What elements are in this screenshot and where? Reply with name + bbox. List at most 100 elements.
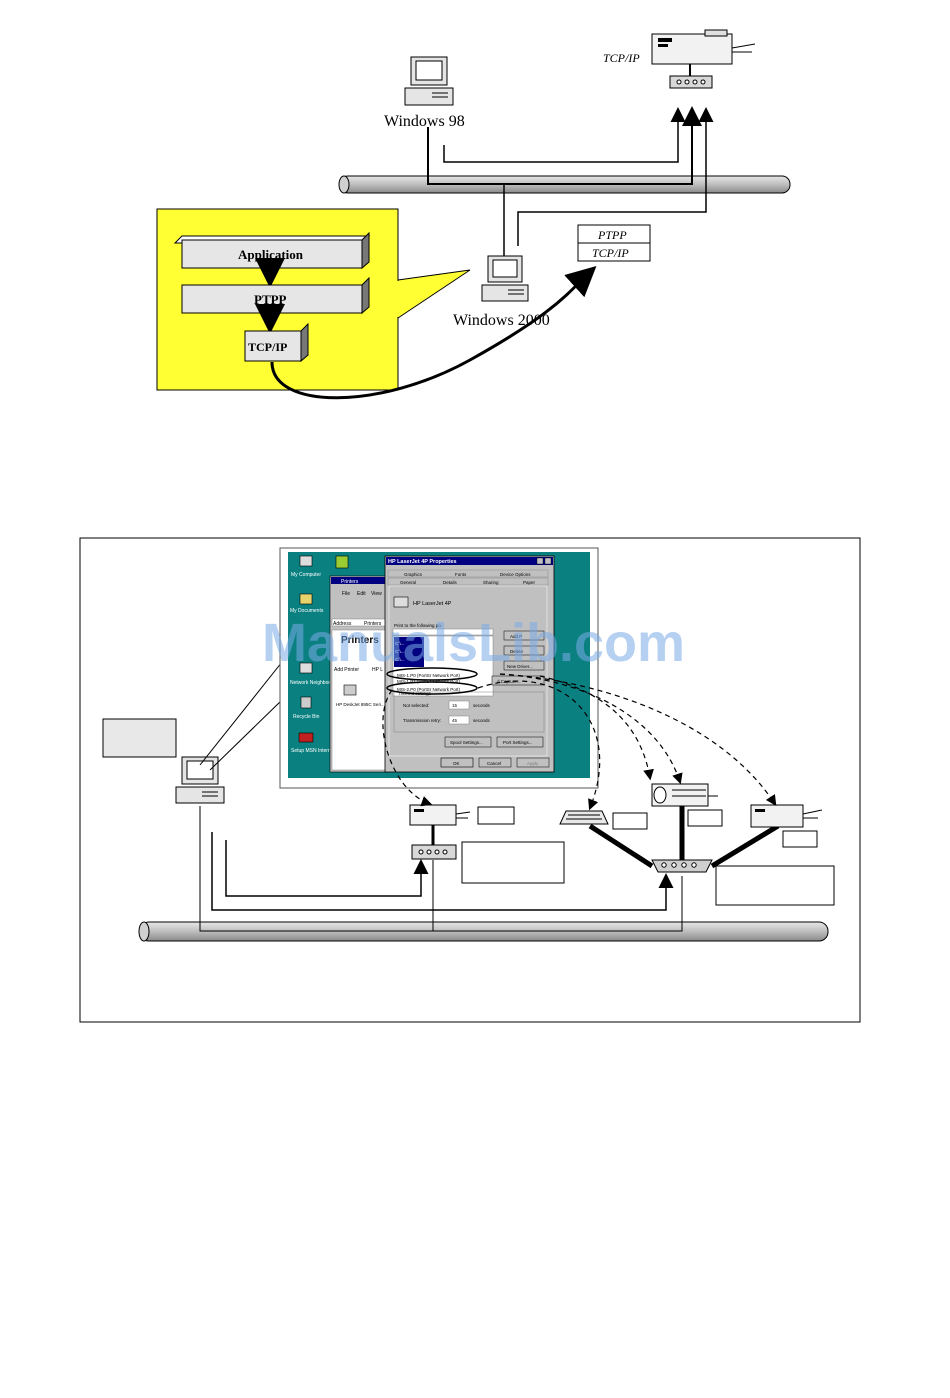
port-settings-label[interactable]: Port Settings...: [503, 740, 533, 745]
retry-input: [448, 715, 470, 725]
dashed-arrow-to-printer2: [477, 680, 601, 811]
dashed-arrow-to-printer4: [499, 673, 777, 807]
print-to-label: Print to the following po: [394, 623, 441, 628]
retry-unit: seconds: [473, 718, 491, 723]
printer4-label-box: [782, 830, 818, 848]
delete-port-button: [503, 645, 545, 656]
print-server1-icon: [411, 844, 457, 860]
desktop-icons: [298, 555, 349, 743]
printer3-label-box: [687, 809, 723, 827]
desktop-icon-label-2: Network Neighborhood: [290, 680, 341, 686]
dashed-arrow-to-printer1: [382, 689, 433, 807]
my-computer-icon: [299, 555, 313, 567]
computer-to-backbone-line: [199, 806, 683, 932]
spool-settings-label[interactable]: Spool Settings...: [450, 740, 483, 745]
hp-printer-label[interactable]: HP L: [372, 667, 383, 673]
setup-shortcut-icon: [335, 555, 349, 569]
retry-value[interactable]: 45: [452, 718, 458, 723]
dialog-title: HP LaserJet 4P Properties: [388, 559, 457, 565]
printer4-icon: [750, 804, 823, 828]
spool-settings-button: [444, 736, 492, 748]
recycle-bin-icon: [300, 696, 312, 709]
zoom-line-upper: [199, 661, 283, 766]
new-driver-button: [503, 660, 545, 671]
address-label: Address: [333, 621, 352, 627]
not-selected-input: [448, 700, 470, 710]
printers-menu-view[interactable]: View: [371, 591, 382, 597]
ok-label[interactable]: OK: [453, 761, 460, 766]
protocol-box: [577, 224, 651, 262]
computer-to-server1-line: [225, 840, 429, 897]
new-driver-label[interactable]: New Driver...: [507, 664, 533, 669]
delete-port-label[interactable]: Delete: [510, 649, 524, 654]
cancel-label[interactable]: Cancel: [487, 761, 501, 766]
apply-label[interactable]: Apply: [527, 761, 539, 766]
print-server1-label-box: [461, 841, 565, 884]
printers-menu-file[interactable]: File: [342, 591, 350, 597]
tab-sharing[interactable]: Sharing: [483, 580, 499, 585]
add-port-button: [503, 630, 545, 641]
win98-to-backbone-line: [427, 106, 702, 185]
computer-to-server2-line: [211, 832, 674, 911]
printer1-icon: [409, 804, 471, 845]
protocol-box-tcpip: TCP/IP: [592, 246, 629, 260]
printer-protocol-label: TCP/IP: [603, 51, 640, 65]
tab-device-options[interactable]: Device Options: [500, 572, 531, 577]
deskjet-printer-icon: [343, 684, 357, 696]
my-documents-icon: [299, 593, 313, 605]
add-port-label[interactable]: Add P: [510, 634, 522, 639]
tab-details[interactable]: Details: [443, 580, 458, 585]
windows2000-computer-icon: [481, 255, 529, 302]
print-server2-icon: [651, 859, 713, 873]
printer1-label-box: [477, 806, 515, 825]
address-value[interactable]: Printers: [364, 621, 382, 627]
tab-paper[interactable]: Paper: [523, 580, 536, 585]
windows98-computer-icon: [404, 56, 454, 106]
properties-dialog: [384, 555, 555, 773]
printers-menu-edit[interactable]: Edit: [357, 591, 366, 597]
printers-window-title: Printers: [341, 579, 359, 585]
server2-to-printer4-cable: [710, 823, 780, 869]
dashed-arrow-to-printer3b: [539, 675, 654, 781]
close-title-button: [544, 557, 552, 565]
windows98-label: Windows 98: [384, 113, 465, 130]
dialog-printer-name: HP LaserJet 4P: [413, 601, 452, 607]
apply-button: [516, 757, 550, 768]
printers-big-label: Printers: [341, 635, 379, 646]
tab-graphics[interactable]: Graphics: [404, 572, 423, 577]
port-select-box: [392, 628, 494, 636]
tcpip-label: TCP/IP: [248, 340, 287, 354]
port-line-2[interactable]: C:\...: [395, 657, 405, 662]
retry-label: Transmission retry:: [403, 718, 441, 723]
win2000-to-printer-line: [517, 107, 714, 246]
dashed-arrow-to-printer3: [499, 673, 683, 785]
tcpip-printer-icon: [651, 29, 756, 89]
desktop-icon-label-0: My Computer: [291, 572, 321, 578]
deskjet-label[interactable]: HP DeskJet 895C Seri...: [336, 702, 385, 707]
printer2-icon: [559, 810, 609, 825]
tab-general[interactable]: General: [400, 580, 416, 585]
printers-window: [329, 575, 389, 773]
not-selected-value[interactable]: 15: [452, 703, 458, 708]
tab-fonts[interactable]: Fonts: [455, 572, 467, 577]
laserjet-printer-icon: [393, 596, 409, 608]
computer-label-box: [102, 718, 177, 758]
port-line-1[interactable]: C:\...: [395, 649, 405, 654]
network-port-0[interactable]: MIS-1.P0 (PortSr Network Port): [397, 673, 461, 678]
printer3-icon: [651, 783, 718, 807]
desktop-icon-label-3: Recycle Bin: [293, 714, 320, 720]
zoom-line-lower: [209, 699, 283, 771]
add-printer-label[interactable]: Add Printer: [334, 667, 359, 673]
port-highlight-1: [386, 667, 478, 681]
msn-icon: [298, 732, 314, 743]
watermark: ManualsLib.com: [262, 613, 686, 673]
not-selected-unit: seconds: [473, 703, 491, 708]
not-selected-label: Not selected:: [403, 703, 429, 708]
port-line-0[interactable]: C:\...: [395, 641, 405, 646]
stack-to-network-curve: [270, 265, 597, 400]
print-server2-label-box: [715, 865, 835, 906]
printer2-label-box: [612, 812, 648, 830]
help-title-button: [536, 557, 544, 565]
network-port-2[interactable]: MIS-2.P0 (PortSr Network Port): [397, 687, 461, 692]
